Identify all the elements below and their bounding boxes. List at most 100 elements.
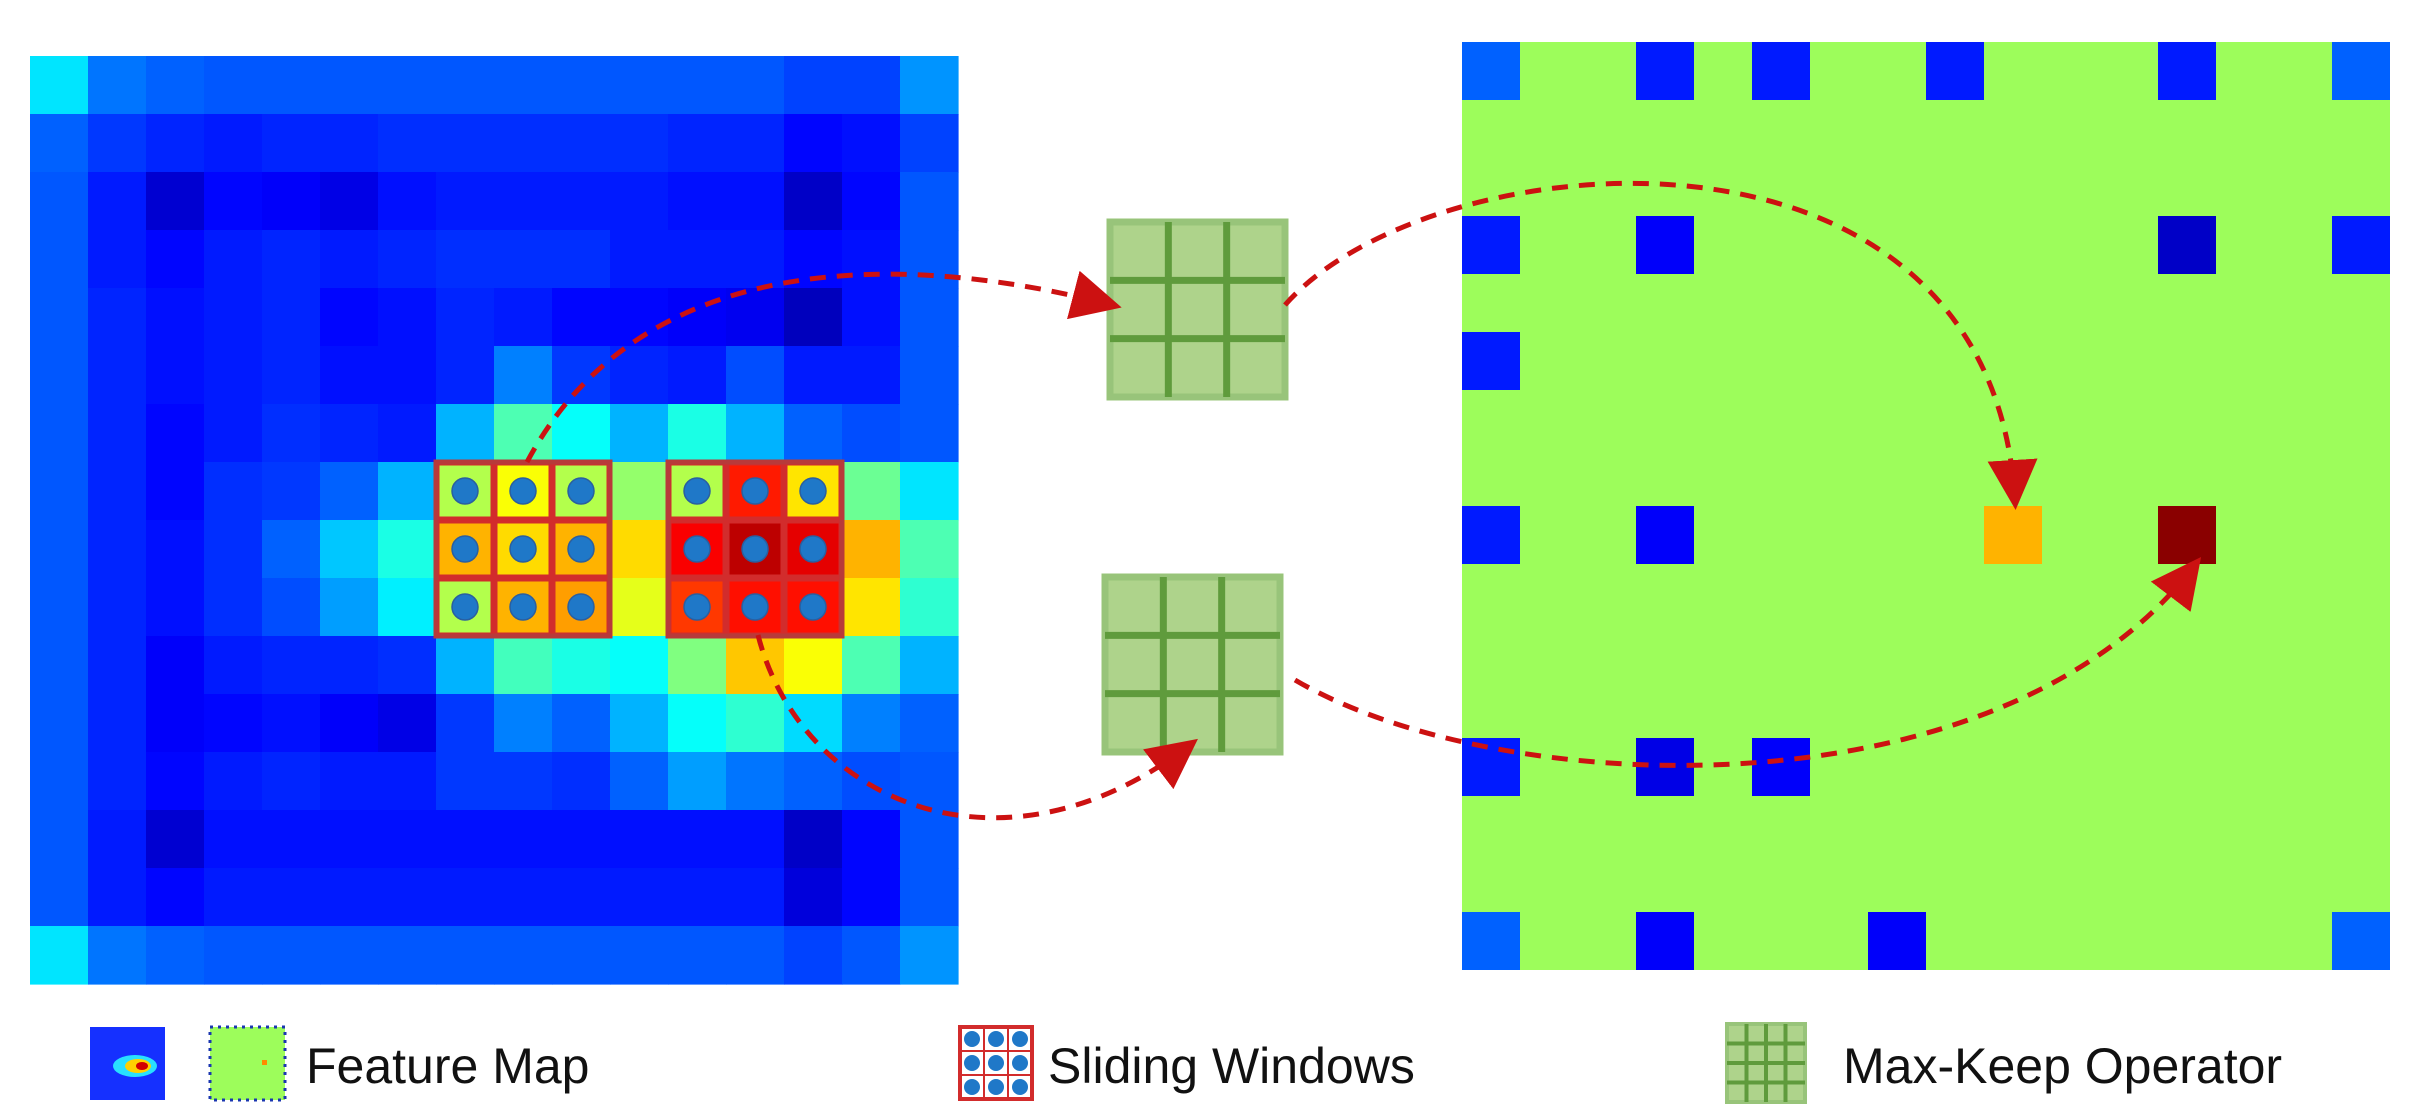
feature-cell-r15-c11: [668, 926, 727, 985]
window-cell: [725, 519, 785, 579]
feature-cell-r7-c15: [900, 462, 959, 521]
output-cell-r0-c5: [1752, 42, 1810, 100]
output-cell-r12-c0: [1462, 738, 1520, 796]
feature-cell-r13-c11: [668, 810, 727, 869]
output-cell-r8-c3: [1636, 506, 1694, 564]
icon-dot: [988, 1031, 1004, 1047]
feature-cell-r0-c5: [320, 56, 379, 115]
feature-cell-r2-c14: [842, 172, 901, 231]
sliding-windows: [433, 459, 845, 639]
max-keep-operator-icon: [1725, 1022, 1807, 1104]
feature-cell-r4-c8: [494, 288, 553, 347]
feature-cell-r13-c4: [262, 810, 321, 869]
feature-cell-r12-c9: [552, 752, 611, 811]
feature-cell-r3-c9: [552, 230, 611, 289]
icon-bg: [208, 1025, 287, 1102]
feature-cell-r13-c0: [30, 810, 89, 869]
window-dot: [567, 535, 595, 563]
feature-cell-r11-c7: [436, 694, 495, 753]
feature-cell-r7-c1: [88, 462, 147, 521]
window-dot: [683, 593, 711, 621]
feature-cell-r8-c10: [610, 520, 669, 579]
feature-cell-r8-c14: [842, 520, 901, 579]
feature-cell-r13-c8: [494, 810, 553, 869]
feature-cell-r12-c7: [436, 752, 495, 811]
feature-cell-r1-c0: [30, 114, 89, 173]
icon-dot: [964, 1031, 980, 1047]
feature-cell-r10-c12: [726, 636, 785, 695]
feature-cell-r6-c7: [436, 404, 495, 463]
feature-cell-r15-c1: [88, 926, 147, 985]
feature-cell-r0-c9: [552, 56, 611, 115]
feature-cell-r12-c0: [30, 752, 89, 811]
feature-cell-r15-c8: [494, 926, 553, 985]
window-dot: [741, 593, 769, 621]
feature-cell-r4-c12: [726, 288, 785, 347]
feature-cell-r3-c15: [900, 230, 959, 289]
feature-cell-r15-c4: [262, 926, 321, 985]
window-dot: [799, 535, 827, 563]
feature-cell-r4-c3: [204, 288, 263, 347]
feature-cell-r9-c2: [146, 578, 205, 637]
feature-cell-r4-c0: [30, 288, 89, 347]
window-dot: [567, 593, 595, 621]
icon-dot: [1012, 1055, 1028, 1071]
feature-cell-r1-c4: [262, 114, 321, 173]
sliding-window-1: [433, 459, 613, 639]
feature-cell-r10-c14: [842, 636, 901, 695]
feature-cell-r11-c11: [668, 694, 727, 753]
window-dot: [799, 477, 827, 505]
feature-cell-r11-c10: [610, 694, 669, 753]
feature-cell-r3-c10: [610, 230, 669, 289]
operator-body: [1101, 573, 1284, 756]
feature-cell-r8-c0: [30, 520, 89, 579]
feature-cell-r7-c4: [262, 462, 321, 521]
feature-cell-r2-c9: [552, 172, 611, 231]
feature-cell-r6-c4: [262, 404, 321, 463]
output-background: [1462, 42, 2390, 970]
feature-cell-r6-c6: [378, 404, 437, 463]
icon-dot: [1012, 1079, 1028, 1095]
feature-cell-r10-c13: [784, 636, 843, 695]
feature-cell-r11-c9: [552, 694, 611, 753]
output-cell-r3-c12: [2158, 216, 2216, 274]
feature-cell-r5-c0: [30, 346, 89, 405]
output-cell-r3-c3: [1636, 216, 1694, 274]
feature-cell-r0-c15: [900, 56, 959, 115]
feature-cell-r11-c4: [262, 694, 321, 753]
feature-cell-r13-c2: [146, 810, 205, 869]
feature-cell-r8-c2: [146, 520, 205, 579]
feature-cell-r3-c3: [204, 230, 263, 289]
feature-cell-r12-c6: [378, 752, 437, 811]
output-cell-r3-c15: [2332, 216, 2390, 274]
feature-cell-r13-c15: [900, 810, 959, 869]
feature-cell-r1-c2: [146, 114, 205, 173]
arrow-operator-top-to-output-a: [1283, 180, 2038, 510]
icon-dot: [964, 1055, 980, 1071]
feature-cell-r7-c5: [320, 462, 379, 521]
feature-cell-r2-c3: [204, 172, 263, 231]
window-dot: [741, 535, 769, 563]
feature-cell-r11-c14: [842, 694, 901, 753]
feature-cell-r13-c7: [436, 810, 495, 869]
sliding-windows-icon: [958, 1025, 1034, 1101]
feature-cell-r11-c2: [146, 694, 205, 753]
legend-label-feature-map: Feature Map: [306, 1038, 589, 1094]
feature-cell-r4-c15: [900, 288, 959, 347]
legend-label-max-keep-operator: Max-Keep Operator: [1843, 1038, 2282, 1094]
feature-cell-r8-c3: [204, 520, 263, 579]
feature-cell-r6-c9: [552, 404, 611, 463]
window-dot: [567, 477, 595, 505]
window-dot: [509, 593, 537, 621]
feature-cell-r7-c10: [610, 462, 669, 521]
feature-cell-r1-c10: [610, 114, 669, 173]
feature-cell-r13-c10: [610, 810, 669, 869]
feature-cell-r8-c5: [320, 520, 379, 579]
feature-cell-r15-c12: [726, 926, 785, 985]
feature-cell-r1-c7: [436, 114, 495, 173]
feature-cell-r1-c12: [726, 114, 785, 173]
feature-cell-r10-c11: [668, 636, 727, 695]
window-border: [433, 459, 613, 639]
feature-map: [30, 56, 959, 985]
window-dot: [509, 535, 537, 563]
